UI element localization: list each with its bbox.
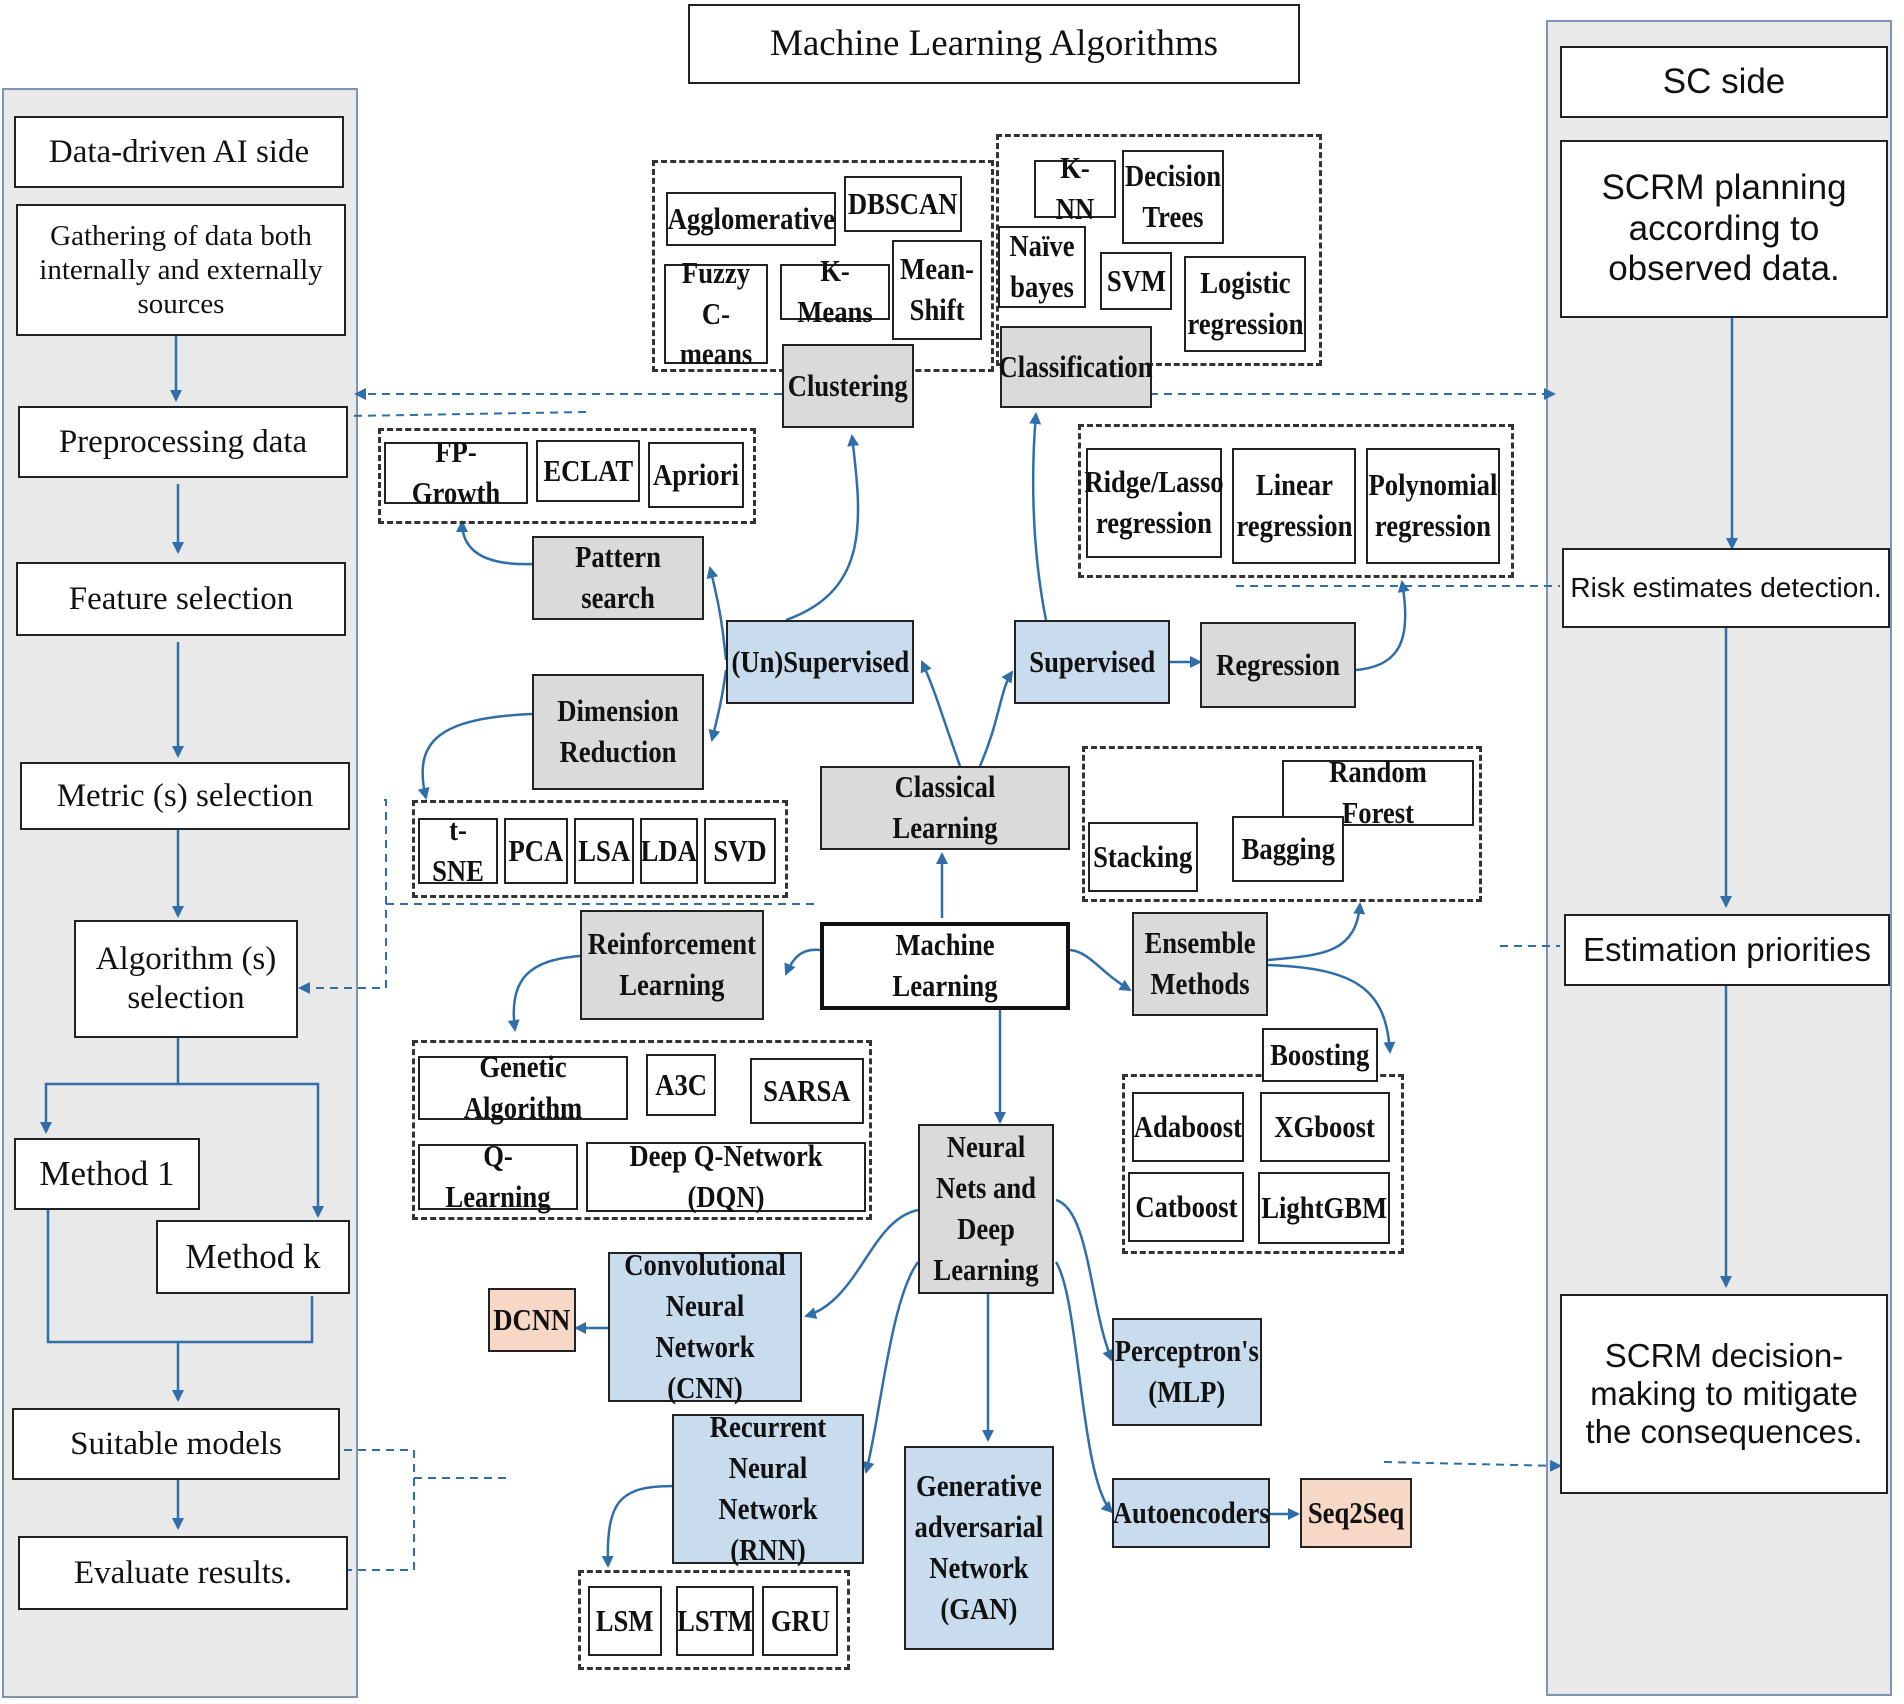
scrm-decision-box: SCRM decision-making to mitigate the con…: [1560, 1294, 1888, 1494]
pattern-item: Apriori: [648, 442, 744, 508]
rnn-group: [578, 1570, 850, 1670]
classification-item: K-NN: [1034, 150, 1116, 226]
feature-selection-box: Feature selection: [16, 562, 346, 636]
clustering-item: DBSCAN: [844, 176, 962, 232]
reinforcement-item: Deep Q-Network (DQN): [586, 1138, 866, 1214]
regression-item: Ridge/Lasso regression: [1084, 448, 1224, 558]
boosting-item: Adaboost: [1132, 1092, 1244, 1162]
preprocessing-box: Preprocessing data: [18, 406, 348, 478]
boosting-item: LightGBM: [1258, 1172, 1390, 1244]
evaluate-results-box: Evaluate results.: [18, 1536, 348, 1610]
cnn-node: Convolutional Neural Network (CNN): [608, 1247, 802, 1405]
dimension-group: [412, 800, 788, 898]
classification-item: SVM: [1100, 252, 1172, 310]
reinforcement-item: A3C: [646, 1054, 716, 1116]
regression-item: Linear regression: [1232, 448, 1356, 564]
gathering-data-box: Gathering of data both internally and ex…: [16, 204, 346, 336]
rnn-item: GRU: [762, 1586, 838, 1656]
dimension-item: LSA: [574, 818, 634, 884]
classification-group: [996, 134, 1322, 366]
dimension-item: LDA: [640, 818, 698, 884]
machine-learning-node: Machine Learning: [820, 922, 1070, 1010]
regression-group: [1078, 424, 1514, 578]
diagram-title: Machine Learning Algorithms: [688, 4, 1300, 84]
neural-nets-node: Neural Nets and Deep Learning: [918, 1124, 1054, 1294]
regression-node: Regression: [1200, 622, 1356, 708]
pattern-item: FP-Growth: [384, 434, 528, 510]
method-1-box: Method 1: [14, 1138, 200, 1210]
boosting-item: XGboost: [1260, 1092, 1390, 1162]
boosting-node: Boosting: [1262, 1028, 1378, 1082]
data-driven-header: Data-driven AI side: [14, 116, 344, 188]
estimation-priorities-box: Estimation priorities: [1564, 914, 1890, 986]
method-k-box: Method k: [156, 1220, 350, 1294]
classification-node: Classification: [999, 326, 1153, 408]
risk-estimates-box: Risk estimates detection.: [1562, 548, 1890, 628]
clustering-node: Clustering: [782, 344, 914, 428]
reinforcement-group: [412, 1040, 872, 1220]
classification-item: Decision Trees: [1122, 150, 1224, 244]
scrm-planning-box: SCRM planning according to observed data…: [1560, 140, 1888, 318]
rnn-item: LSTM: [676, 1586, 754, 1656]
reinforcement-item: Q-Learning: [418, 1138, 578, 1214]
sc-side-header: SC side: [1560, 46, 1888, 118]
clustering-item: K-Means: [780, 253, 890, 329]
boosting-item: Catboost: [1128, 1172, 1244, 1242]
clustering-item: Mean-Shift: [892, 240, 982, 340]
seq2seq-node: Seq2Seq: [1300, 1478, 1412, 1548]
autoencoders-node: Autoencoders: [1112, 1478, 1270, 1548]
reinforcement-item: SARSA: [750, 1058, 864, 1124]
ensemble-group: [1082, 746, 1482, 902]
ensemble-methods-node: Ensemble Methods: [1132, 912, 1268, 1016]
ensemble-item: Bagging: [1232, 816, 1344, 882]
mlp-node: Perceptron's (MLP): [1112, 1318, 1262, 1426]
clustering-item: Agglomerative: [666, 192, 836, 246]
dimension-reduction-node: Dimension Reduction: [532, 674, 704, 790]
pattern-item: ECLAT: [536, 440, 640, 502]
metric-selection-box: Metric (s) selection: [20, 762, 350, 830]
dimension-item: t-SNE: [418, 812, 498, 888]
dimension-item: PCA: [504, 818, 568, 884]
rnn-item: LSM: [588, 1586, 662, 1656]
pattern-group: [378, 428, 756, 524]
rnn-node: Recurrent Neural Network (RNN): [672, 1409, 864, 1567]
classical-learning-node: Classical Learning: [820, 766, 1070, 850]
suitable-models-box: Suitable models: [12, 1408, 340, 1480]
regression-item: Polynomial regression: [1366, 448, 1500, 564]
supervised-node: Supervised: [1014, 620, 1170, 704]
ensemble-item: Random Forest: [1282, 754, 1474, 830]
pattern-search-node: Pattern search: [532, 536, 704, 620]
unsupervised-node: (Un)Supervised: [726, 620, 914, 704]
reinforcement-item: Genetic Algorithm: [418, 1049, 628, 1125]
algorithm-selection-box: Algorithm (s) selection: [74, 920, 298, 1038]
dimension-item: SVD: [704, 818, 776, 884]
classification-item: Logistic regression: [1184, 256, 1306, 352]
gan-node: Generative adversarial Network (GAN): [904, 1446, 1054, 1650]
reinforcement-learning-node: Reinforcement Learning: [580, 910, 764, 1020]
ensemble-item: Stacking: [1088, 822, 1198, 892]
clustering-item: Fuzzy C-means: [664, 255, 768, 371]
dcnn-node: DCNN: [488, 1288, 576, 1352]
classification-item: Naïve bayes: [998, 226, 1086, 308]
